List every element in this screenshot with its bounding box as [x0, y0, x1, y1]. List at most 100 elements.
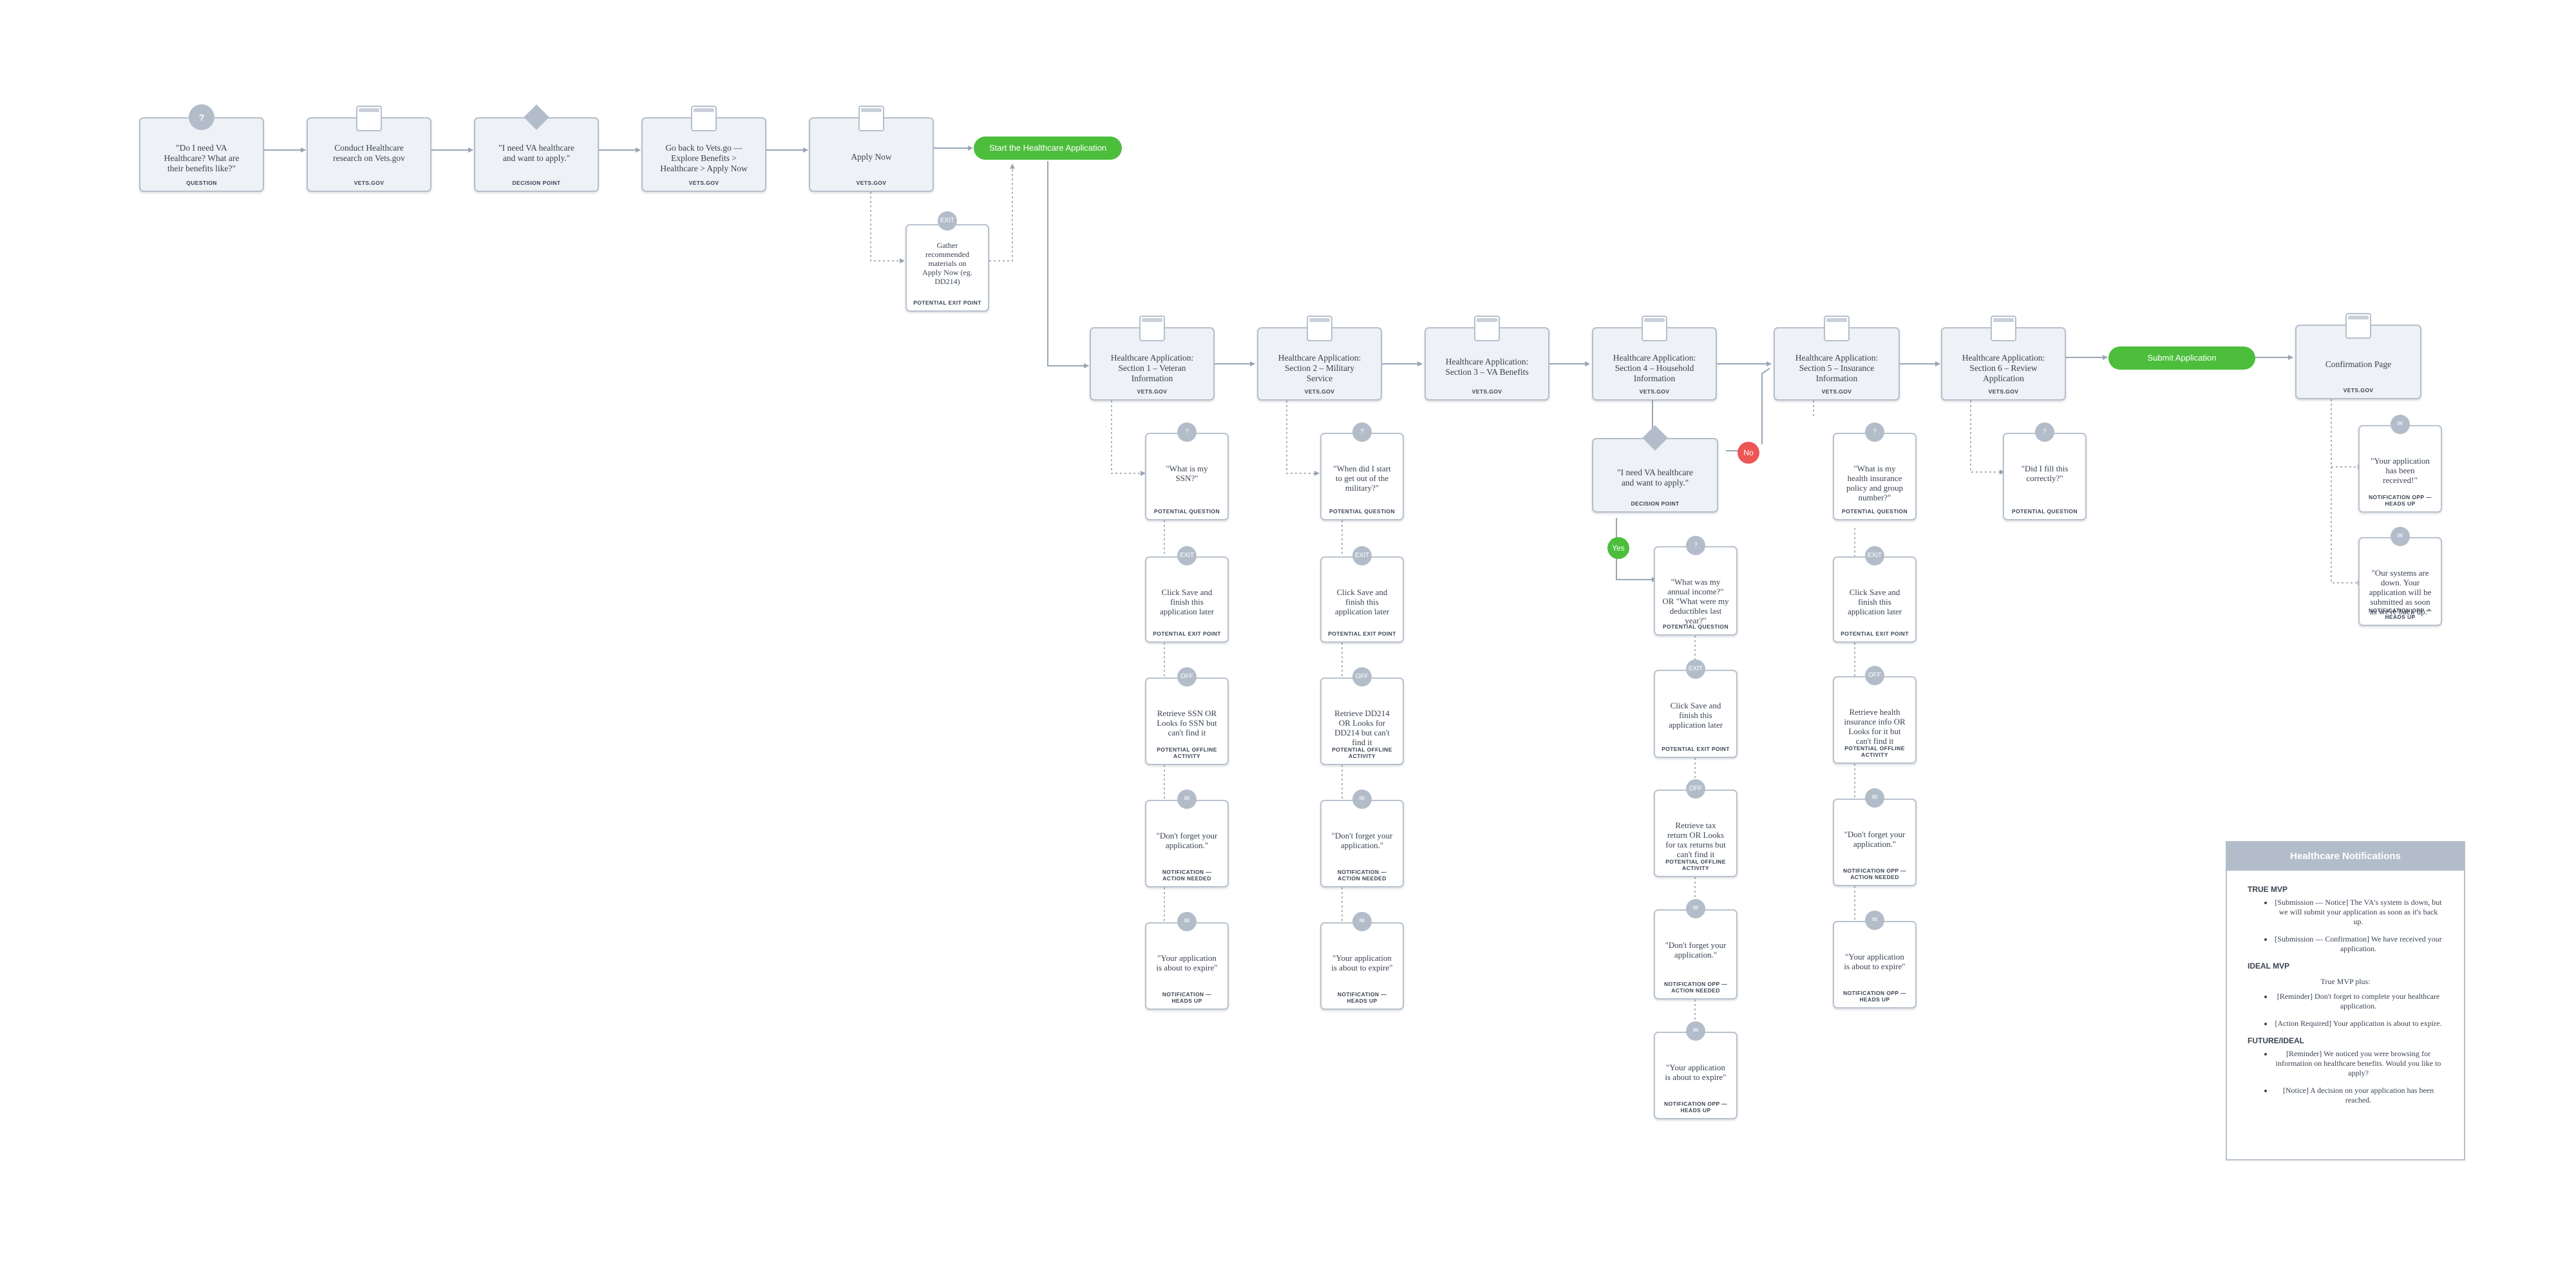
offline-icon: OFF — [1352, 667, 1372, 687]
detail-card-text: Retrieve tax return OR Looks for tax ret… — [1665, 820, 1726, 859]
detail-card-o1: Retrieve SSN OR Looks fo SSN but can't f… — [1145, 677, 1229, 765]
detail-card-text: Retrieve SSN OR Looks fo SSN but can't f… — [1157, 708, 1217, 737]
section-5-text: Healthcare Application: Section 5 – Insu… — [1795, 353, 1879, 383]
webpage-icon — [1642, 316, 1667, 341]
detail-card-e1: Click Save and finish this application l… — [1145, 556, 1229, 643]
detail-card-text: Retrieve health insurance info OR Looks … — [1844, 707, 1906, 746]
detail-card-tag: POTENTIAL OFFLINE ACTIVITY — [1844, 745, 1905, 758]
detail-card-n4b: "Your application is about to expire"NOT… — [1654, 1032, 1738, 1119]
detail-card-o2: Retrieve DD214 OR Looks for DD214 but ca… — [1320, 677, 1404, 765]
confirmation-page-text: Confirmation Page — [2325, 359, 2392, 369]
branch-no-badge: No — [1738, 442, 1759, 464]
question-mark-icon: ? — [1177, 422, 1197, 442]
detail-card-nc1: "Your application has been received!"NOT… — [2358, 425, 2442, 513]
detail-card-tag: NOTIFICATION OPP — ACTION NEEDED — [1842, 867, 1907, 880]
detail-card-tag: POTENTIAL EXIT POINT — [1328, 630, 1396, 637]
notification-icon: ✉ — [2391, 527, 2410, 546]
step-research-text: Conduct Healthcare research on Vets.gov — [333, 143, 405, 163]
legend-body: TRUE MVP [Submission — Notice] The VA's … — [2227, 871, 2464, 1105]
detail-card-tag: NOTIFICATION — HEADS UP — [1162, 991, 1212, 1004]
detail-card-text: Click Save and finish this application l… — [1159, 587, 1215, 616]
detail-card-n5a: "Don't forget your application." NOTIFICA… — [1833, 799, 1917, 886]
question-mark-icon: ? — [2035, 422, 2054, 442]
section-4-decision-tag: DECISION POINT — [1631, 500, 1680, 507]
detail-card-o5: Retrieve health insurance info OR Looks … — [1833, 676, 1917, 764]
submit-application-button[interactable]: Submit Application — [2108, 346, 2255, 370]
webpage-icon — [1139, 316, 1165, 341]
notification-icon: ✉ — [1686, 899, 1705, 918]
detail-card-tag: NOTIFICATION — HEADS UP — [1337, 991, 1387, 1004]
detail-card-text: "What was my annual income?" OR "What we… — [1662, 577, 1729, 625]
step-explore-tag: VETS.GOV — [688, 180, 719, 186]
detail-card-tag: NOTIFICATION OPP — HEADS UP — [2368, 494, 2432, 507]
detail-card-tag: POTENTIAL QUESTION — [1842, 508, 1908, 515]
detail-card-text: "Your application is about to expire" — [1844, 952, 1906, 971]
section-3-tag: VETS.GOV — [1472, 388, 1502, 395]
gather-materials-card: Gather recommended materials on Apply No… — [905, 224, 989, 312]
legend-item: [Notice] A decision on your application … — [2273, 1086, 2443, 1105]
detail-card-n2a: "Don't forget your application." NOTIFICA… — [1320, 800, 1404, 887]
exit-icon: EXIT — [1177, 546, 1197, 565]
notification-icon: ✉ — [1352, 912, 1372, 931]
step-explore-text: Go back to Vets.go — Explore Benefits > … — [660, 143, 748, 173]
section-4-tag: VETS.GOV — [1639, 388, 1670, 395]
notification-icon: ✉ — [1865, 911, 1884, 930]
webpage-icon — [858, 106, 884, 131]
detail-card-tag: POTENTIAL EXIT POINT — [1841, 630, 1909, 637]
detail-card-text: "Don't forget your application." — [1844, 829, 1906, 849]
section-5-card: Healthcare Application: Section 5 – Insu… — [1774, 327, 1900, 401]
webpage-icon — [1824, 316, 1850, 341]
detail-card-tag: POTENTIAL OFFLINE ACTIVITY — [1332, 746, 1392, 759]
detail-card-tag: POTENTIAL QUESTION — [1329, 508, 1395, 515]
exit-icon: EXIT — [938, 211, 957, 231]
notification-icon: ✉ — [1865, 788, 1884, 808]
detail-card-text: "Don't forget your application." — [1156, 831, 1218, 850]
legend-title: Healthcare Notifications — [2227, 842, 2464, 871]
detail-card-n5b: "Your application is about to expire" NOT… — [1833, 921, 1917, 1009]
section-6-tag: VETS.GOV — [1988, 388, 2019, 395]
detail-card-tag: POTENTIAL EXIT POINT — [1153, 630, 1221, 637]
detail-card-text: Click Save and finish this application l… — [1847, 587, 1902, 616]
notifications-legend: Healthcare Notifications TRUE MVP [Submi… — [2226, 841, 2465, 1160]
detail-card-nc2: "Our systems are down. Your application … — [2358, 537, 2442, 626]
detail-card-n2b: "Your application is about to expire"NOT… — [1320, 922, 1404, 1010]
legend-item: [Reminder] Don't forget to complete your… — [2273, 992, 2443, 1011]
question-mark-icon: ? — [189, 104, 214, 130]
webpage-icon — [691, 106, 717, 131]
gather-materials-text: Gather recommended materials on Apply No… — [922, 241, 972, 286]
detail-card-tag: NOTIFICATION OPP — HEADS UP — [2368, 607, 2432, 620]
notification-icon: ✉ — [1177, 912, 1197, 931]
detail-card-text: "Don't forget your application." — [1665, 940, 1727, 960]
start-application-button[interactable]: Start the Healthcare Application — [974, 137, 1122, 160]
detail-card-e5: Click Save and finish this application l… — [1833, 556, 1917, 643]
detail-card-q6: "Did I fill this correctly?"POTENTIAL QU… — [2003, 433, 2087, 520]
webpage-icon — [1307, 316, 1332, 341]
detail-card-e4: Click Save and finish this application l… — [1654, 670, 1738, 758]
webpage-icon — [2345, 313, 2371, 339]
detail-card-text: "Don't forget your application." — [1331, 831, 1393, 850]
detail-card-tag: POTENTIAL EXIT POINT — [1662, 746, 1730, 752]
detail-card-tag: NOTIFICATION OPP — HEADS UP — [1842, 990, 1907, 1003]
detail-card-text: Click Save and finish this application l… — [1668, 701, 1723, 730]
section-4-text: Healthcare Application: Section 4 – Hous… — [1613, 353, 1696, 383]
detail-card-text: Retrieve DD214 OR Looks for DD214 but ca… — [1334, 708, 1390, 747]
question-mark-icon: ? — [1352, 422, 1372, 442]
confirmation-page-tag: VETS.GOV — [2343, 387, 2374, 393]
offline-icon: OFF — [1865, 666, 1884, 685]
legend-ideal-mvp-heading: IDEAL MVP — [2248, 961, 2290, 971]
legend-ideal-mvp-list: [Reminder] Don't forget to complete your… — [2248, 992, 2443, 1028]
detail-card-n1b: "Your application is about to expire"NOT… — [1145, 922, 1229, 1010]
legend-future-heading: FUTURE/IDEAL — [2248, 1036, 2304, 1045]
step-apply-now-text: Apply Now — [851, 152, 892, 162]
legend-future-list: [Reminder] We noticed you were browsing … — [2248, 1049, 2443, 1105]
notification-icon: ✉ — [1352, 790, 1372, 809]
step-decision-card: "I need VA healthcare and want to apply.… — [474, 117, 599, 192]
legend-item: [Submission — Confirmation] We have rece… — [2273, 934, 2443, 954]
legend-true-mvp-heading: TRUE MVP — [2248, 885, 2288, 894]
section-5-tag: VETS.GOV — [1821, 388, 1852, 395]
question-mark-icon: ? — [1865, 422, 1884, 442]
detail-card-tag: POTENTIAL QUESTION — [1663, 623, 1728, 630]
detail-card-q5: "What is my health insurance policy and … — [1833, 433, 1917, 520]
detail-card-text: "What is my SSN?" — [1166, 464, 1208, 483]
detail-card-tag: NOTIFICATION — ACTION NEEDED — [1337, 869, 1387, 882]
